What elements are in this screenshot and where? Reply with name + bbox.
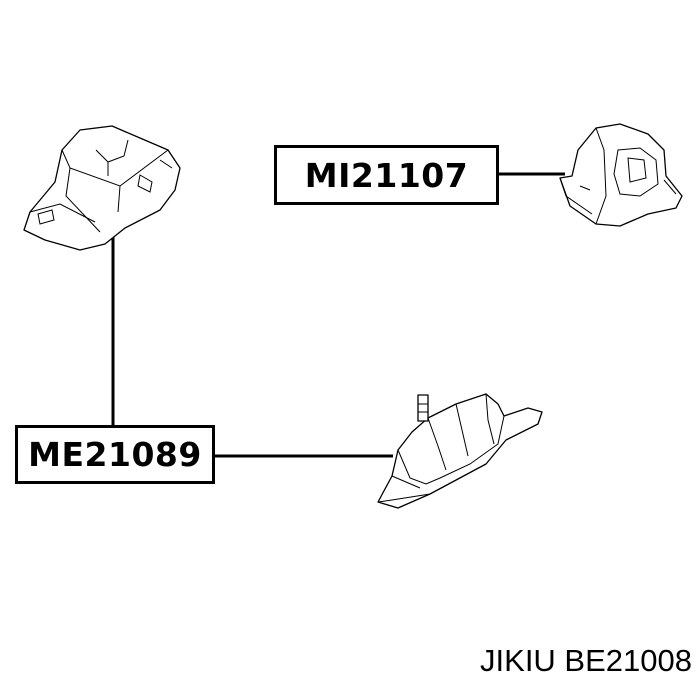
- part-label-lower: ME21089: [15, 425, 215, 484]
- rubber-bushing-mount-icon: [559, 123, 683, 227]
- transmission-mount-icon: [377, 393, 543, 509]
- engine-mount-bracket-icon: [23, 125, 181, 251]
- part-number-lower: ME21089: [28, 435, 202, 474]
- part-number-upper: MI21107: [304, 155, 469, 195]
- part-label-upper: MI21107: [274, 145, 499, 205]
- mount-stud-icon: [417, 394, 429, 422]
- brand-caption: JIKIU BE21008: [480, 643, 692, 678]
